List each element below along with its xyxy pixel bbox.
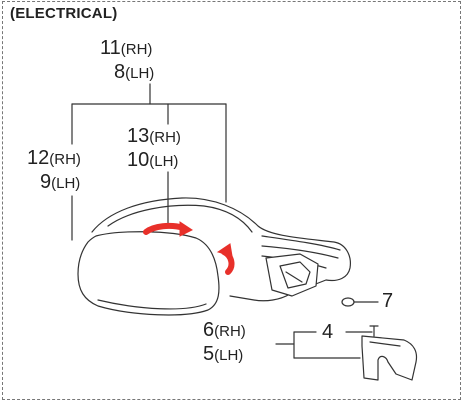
callout-side: (LH) [51, 175, 81, 192]
callout-13-rh: 13(RH) [127, 126, 181, 146]
small-screw-icon [369, 325, 379, 337]
bracket-window [279, 261, 311, 289]
callout-side: (RH) [149, 129, 181, 146]
callout-7: 7 [382, 291, 393, 311]
glass-bottom-edge [97, 299, 207, 310]
callout-4: 4 [322, 322, 333, 342]
arrow-head-icon [179, 221, 193, 237]
mirror-glass [77, 231, 220, 316]
mount-bracket [265, 253, 319, 297]
callout-number: 6 [203, 319, 215, 341]
callout-12-rh: 12(RH) [27, 148, 81, 168]
rotation-arrow-icons [143, 221, 235, 275]
callout-number: 5 [203, 343, 215, 365]
callout-number: 13 [127, 125, 150, 147]
callout-9-lh: 9(LH) [40, 172, 80, 192]
leader-lines-6-5-4 [275, 331, 373, 359]
callout-number: 9 [40, 171, 52, 193]
callout-10-lh: 10(LH) [127, 150, 178, 170]
callout-number: 7 [382, 290, 394, 312]
screw-icon [341, 297, 379, 307]
callout-side: (RH) [214, 323, 246, 340]
callout-side: (RH) [49, 151, 81, 168]
callout-5-lh: 5(LH) [203, 344, 243, 364]
callout-number: 12 [27, 147, 50, 169]
callout-side: (RH) [120, 41, 153, 58]
callout-side: (LH) [125, 65, 155, 82]
callout-side: (LH) [149, 153, 179, 170]
bracket-detail [285, 271, 303, 283]
callout-number: 8 [114, 61, 126, 83]
diagram-frame [2, 1, 461, 400]
curved-arrow-icon [143, 222, 187, 235]
housing-inner-line [107, 204, 253, 233]
leader-lines-11-8 [71, 83, 227, 241]
callout-number: 4 [322, 321, 334, 343]
diagram-title: (ELECTRICAL) [10, 5, 118, 22]
callout-number: 11 [100, 37, 121, 59]
cover-cap-edge [369, 341, 401, 347]
cover-cap [361, 335, 418, 381]
callout-side: (LH) [214, 347, 244, 364]
housing-edge [261, 235, 341, 251]
callout-11-rh: 11(RH) [100, 38, 152, 58]
housing-edge [261, 245, 339, 259]
callout-6-rh: 6(RH) [203, 320, 246, 340]
callout-number: 10 [127, 149, 150, 171]
arrow-head-icon [216, 243, 233, 257]
callout-8-lh: 8(LH) [114, 62, 154, 82]
